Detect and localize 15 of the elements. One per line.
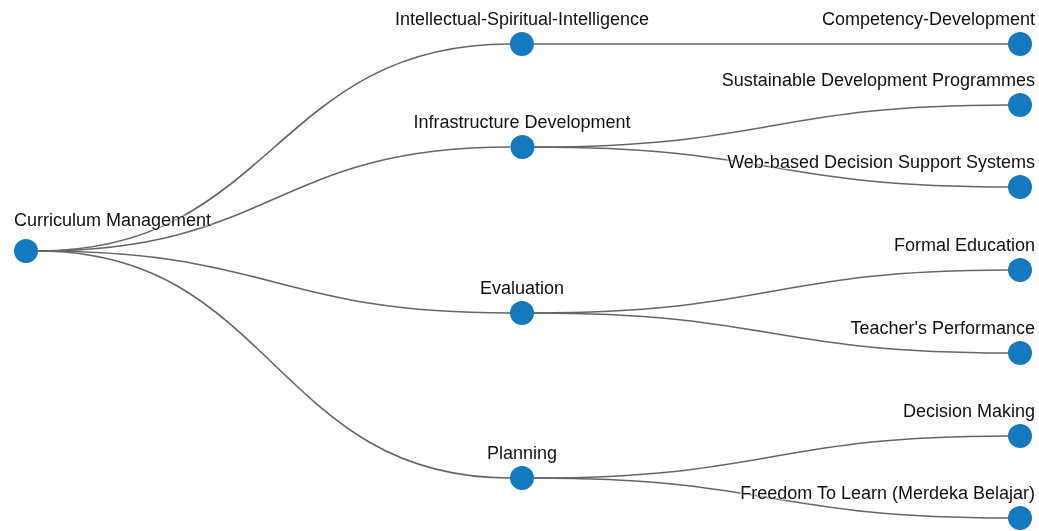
node-label: Sustainable Development Programmes <box>721 69 1035 91</box>
node-label: Web-based Decision Support Systems <box>727 151 1035 173</box>
connector-line <box>533 43 1009 45</box>
node-label: Freedom To Learn (Merdeka Belajar) <box>740 482 1035 504</box>
node-label: Decision Making <box>902 400 1035 422</box>
node-label: Formal Education <box>893 234 1035 256</box>
node-label: Planning <box>486 442 558 464</box>
node-label: Infrastructure Development <box>413 111 631 133</box>
node-label: Evaluation <box>479 277 565 299</box>
connector-line <box>533 146 1009 188</box>
connector-line <box>533 477 1009 519</box>
node-label: Intellectual-Spiritual-Intelligence <box>394 8 650 30</box>
node-label: Competency-Development <box>821 8 1035 30</box>
node-label: Teacher's Performance <box>850 317 1035 339</box>
connector-line <box>533 312 1009 354</box>
